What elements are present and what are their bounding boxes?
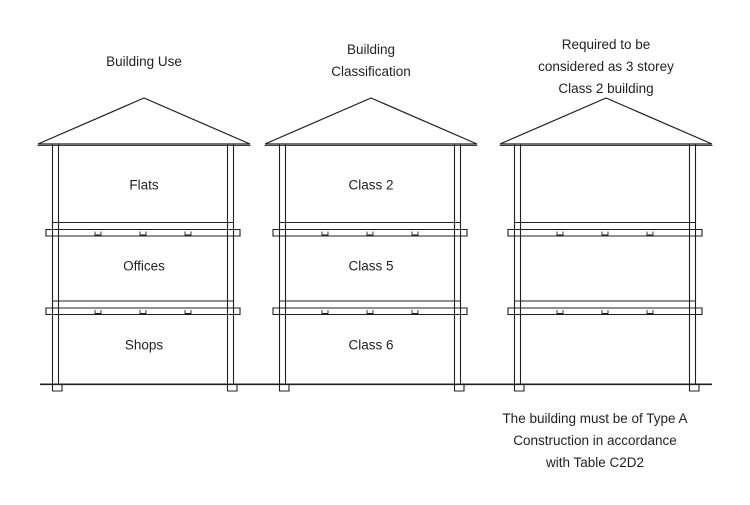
- roof-building-classification: [264, 97, 478, 147]
- column-heading-required-treatment-line2: considered as 3 storey: [538, 59, 674, 74]
- floor-label-building-classification-bottom: Class 6: [348, 338, 393, 353]
- floor-label-building-classification-top: Class 2: [348, 178, 393, 193]
- walls-building-classification: [278, 144, 462, 385]
- floor-label-building-use-top: Flats: [129, 178, 159, 193]
- floor-slab-upper-building-use: [45, 221, 241, 237]
- walls-required-treatment: [513, 144, 697, 385]
- footnote-line-2: Construction in accordance: [513, 433, 677, 448]
- building-group-required-treatment: Required to be considered as 3 storey Cl…: [499, 37, 713, 392]
- floor-slab-lower-required-treatment: [507, 300, 703, 316]
- floor-slab-upper-required-treatment: [507, 221, 703, 237]
- building-group-building-use: Building Use Flats Offices Shops: [37, 54, 251, 392]
- column-heading-required-treatment-line3: Class 2 building: [558, 81, 653, 96]
- walls-building-use: [51, 144, 235, 385]
- floor-label-building-use-middle: Offices: [123, 259, 165, 274]
- column-heading-building-classification-line1: Building: [347, 42, 395, 57]
- floor-slab-lower-building-classification: [272, 300, 468, 316]
- column-heading-building-classification-line2: Classification: [331, 64, 411, 79]
- column-heading-required-treatment-line1: Required to be: [562, 37, 651, 52]
- floor-label-building-classification-middle: Class 5: [348, 259, 393, 274]
- column-heading-building-use: Building Use: [106, 54, 182, 69]
- footnote-block: The building must be of Type A Construct…: [502, 411, 687, 470]
- floor-slab-upper-building-classification: [272, 221, 468, 237]
- roof-required-treatment: [499, 97, 713, 147]
- floor-slab-lower-building-use: [45, 300, 241, 316]
- footnote-line-1: The building must be of Type A: [502, 411, 687, 426]
- footnote-line-3: with Table C2D2: [545, 455, 644, 470]
- footings-required-treatment: [513, 383, 700, 392]
- footings-building-use: [51, 383, 238, 392]
- roof-building-use: [37, 97, 251, 147]
- floor-label-building-use-bottom: Shops: [125, 338, 164, 353]
- building-group-building-classification: Building Classification Class 2 Class 5 …: [264, 42, 478, 392]
- footings-building-classification: [278, 383, 465, 392]
